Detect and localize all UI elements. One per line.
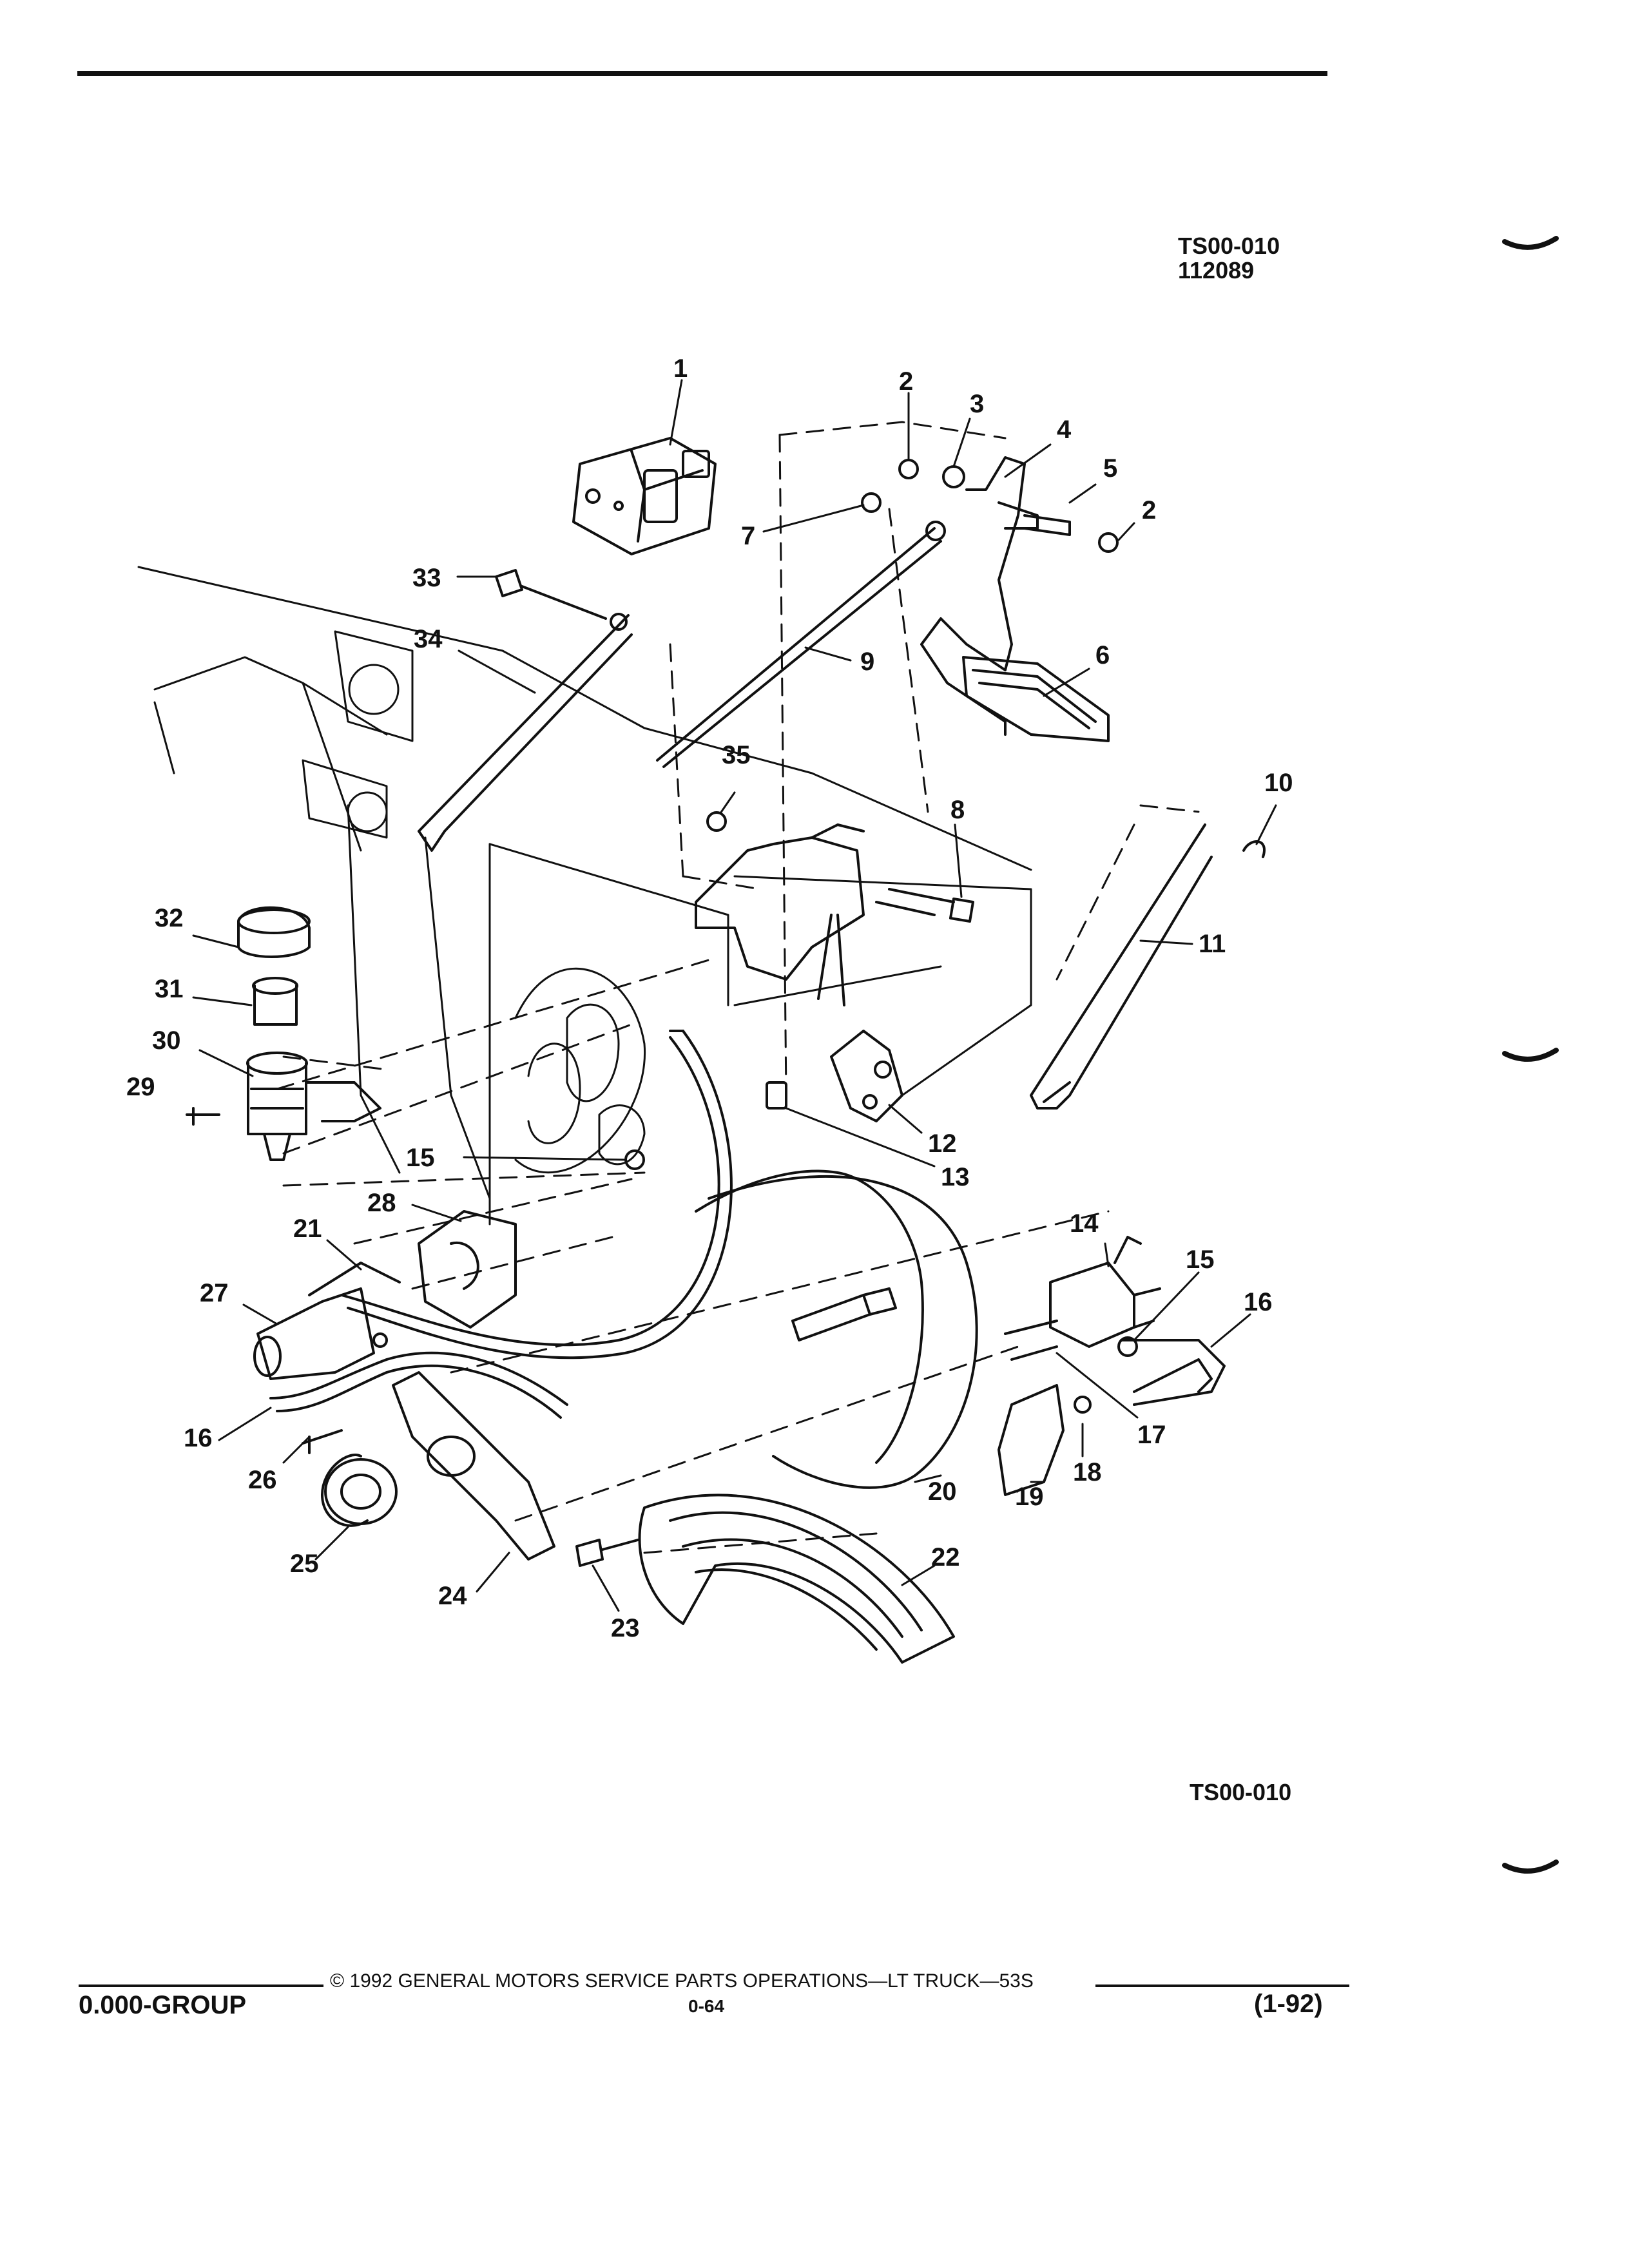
- clutch-pivot: [766, 1030, 903, 1122]
- callout-label: 5: [1103, 454, 1117, 483]
- callout-label: 15: [406, 1144, 435, 1172]
- callout-label: 12: [928, 1129, 957, 1158]
- callout-label: 4: [1057, 416, 1072, 444]
- fitting-15: [624, 1149, 1138, 1357]
- callout-label: 7: [741, 522, 755, 550]
- footer-copyright: © 1992 GENERAL MOTORS SERVICE PARTS OPER…: [330, 1970, 1034, 1992]
- callout-label: 1: [673, 354, 688, 383]
- part-1-switch: [572, 437, 717, 555]
- callout-label: 21: [293, 1215, 322, 1243]
- callout-label: 18: [1073, 1458, 1102, 1486]
- support-strap: [1030, 823, 1266, 1110]
- callout-label: 34: [414, 625, 443, 653]
- inspection-cover: [575, 1494, 955, 1664]
- callout-label: 16: [1244, 1288, 1273, 1316]
- callout-label: 16: [184, 1424, 213, 1452]
- callout-label: 3: [970, 390, 984, 418]
- reference-lines: [276, 421, 1200, 1554]
- callout-label: 35: [722, 741, 751, 769]
- callout-labels: 1 2 3 4 5 2 7 33 34 9 6 35 8 10 32 31 11…: [126, 354, 1293, 1642]
- bell-housing: [695, 1169, 978, 1489]
- body-structure: [137, 566, 1032, 1225]
- callout-label: 30: [152, 1026, 181, 1055]
- callout-label: 10: [1264, 769, 1293, 797]
- top-rule: [77, 71, 1327, 76]
- footer-rule-right: [1095, 1984, 1349, 1987]
- callout-label: 27: [200, 1279, 229, 1307]
- footer-page-number: 0-64: [688, 1996, 725, 2016]
- callout-label: 24: [438, 1582, 467, 1610]
- callout-label: 31: [155, 975, 184, 1003]
- release-fork: [302, 1371, 555, 1561]
- callout-label: 25: [290, 1550, 319, 1578]
- callout-label: 8: [950, 796, 965, 824]
- callout-label: 17: [1137, 1421, 1166, 1449]
- pedal-assembly: [898, 456, 1119, 742]
- callout-label: 22: [931, 1543, 960, 1571]
- master-cylinder: [253, 1210, 517, 1380]
- binding-mark: [1502, 1048, 1559, 1062]
- footer-revision: (1-92): [1254, 1990, 1323, 2018]
- reservoir-assembly: [186, 906, 381, 1161]
- callout-label: 11: [1199, 930, 1226, 958]
- callout-label: 28: [367, 1189, 396, 1217]
- bracket-assembly: [695, 811, 974, 1006]
- figure-code-top: TS00-010: [1178, 233, 1280, 259]
- hydraulic-hose: [340, 1030, 733, 1360]
- slave-cylinder: [998, 1236, 1161, 1496]
- hydraulic-pipes: [269, 1339, 1226, 1419]
- callout-label: 33: [412, 564, 441, 592]
- figure-date: 112089: [1178, 257, 1255, 284]
- callout-label: 29: [126, 1073, 155, 1101]
- callout-label: 15: [1186, 1245, 1215, 1274]
- footer-group: 0.000-GROUP: [79, 1991, 247, 2019]
- binding-mark: [1502, 236, 1559, 250]
- callout-label: 2: [1142, 496, 1156, 524]
- callout-label: 6: [1095, 641, 1110, 669]
- callout-label: 2: [899, 367, 913, 396]
- callout-label: 20: [928, 1477, 957, 1506]
- footer-rule-left: [79, 1984, 323, 1987]
- callout-label: 32: [155, 904, 184, 932]
- callout-label: 26: [248, 1466, 277, 1494]
- leader-lines: [192, 379, 1277, 1612]
- callout-label: 13: [941, 1163, 970, 1191]
- callout-label: 23: [611, 1614, 640, 1642]
- figure-code-bottom: TS00-010: [1190, 1779, 1292, 1805]
- callout-label: 9: [860, 648, 874, 676]
- callout-label: 14: [1070, 1209, 1099, 1238]
- binding-mark: [1502, 1860, 1559, 1874]
- push-rod: [656, 492, 946, 768]
- brace-rod: [418, 569, 633, 852]
- callout-label: 19: [1015, 1483, 1044, 1511]
